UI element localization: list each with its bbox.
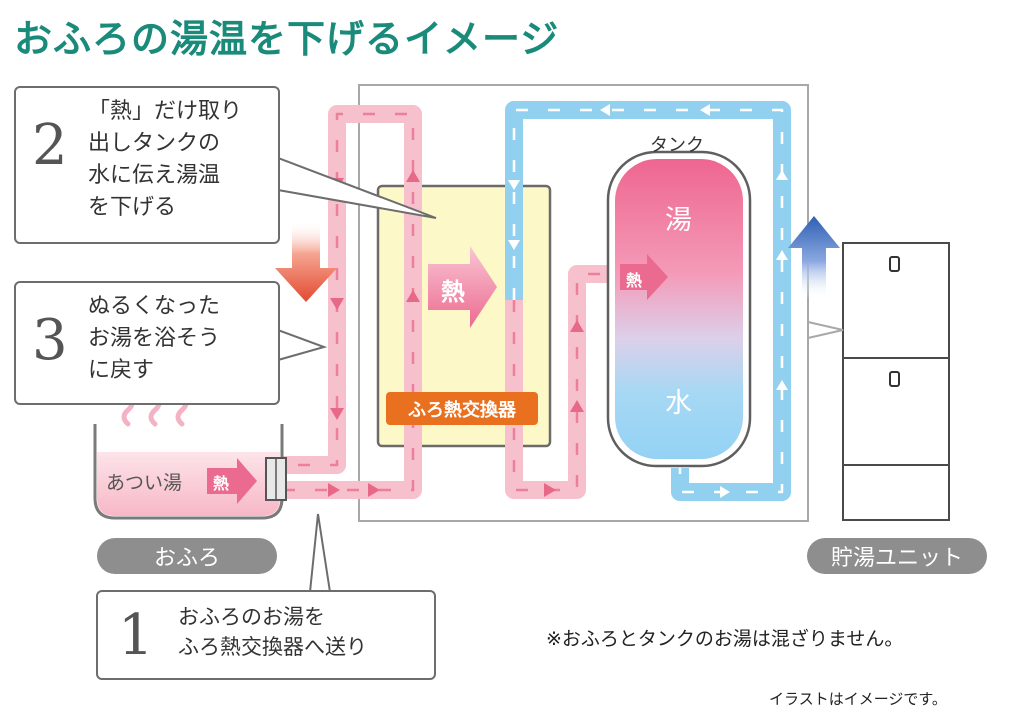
- heat-exchanger-label: ふろ熱交換器: [386, 392, 538, 425]
- tank-water-loop: [505, 101, 791, 501]
- exchanger-heat-arrow: [428, 246, 497, 328]
- temperature-down-arrow: [275, 222, 337, 302]
- step-number: 2: [32, 113, 68, 178]
- tank-cold-label: 水: [665, 388, 692, 419]
- illustration-note: イラストはイメージです。: [769, 690, 947, 708]
- bath-water-label: あつい湯: [106, 472, 183, 494]
- no-mixing-note: ※おふろとタンクのお湯は混ざりません。: [546, 628, 904, 650]
- callout-step-1: 1 おふろのお湯を ふろ熱交換器へ送り: [96, 590, 436, 680]
- step-number: 1: [118, 603, 154, 668]
- zoom-wedge: [807, 321, 844, 339]
- flow-up-arrow: [788, 216, 840, 298]
- bath-heat-arrow: [207, 458, 257, 504]
- tank-flow-arrows: [508, 104, 788, 498]
- bath-water-loop: [283, 105, 612, 499]
- storage-unit: [842, 242, 950, 521]
- tank-hot-label: 湯: [665, 205, 692, 236]
- page-title: おふろの湯温を下げるイメージ: [14, 17, 560, 61]
- exchanger-heat-label: 熱: [441, 278, 465, 306]
- step-text: 「熱」だけ取り 出しタンクの 水に伝え湯温 を下げる: [88, 99, 243, 220]
- tank-label: タンク: [650, 135, 704, 156]
- bath-heat-label: 熱: [213, 474, 230, 493]
- callout-step-3: 3 ぬるくなった お湯を浴そう に戻す: [14, 281, 280, 405]
- tank-heat-arrow: [620, 254, 668, 300]
- step-number: 3: [32, 308, 68, 373]
- storage-unit-label: 貯湯ユニット: [807, 538, 987, 574]
- tank-heat-label: 熱: [626, 271, 643, 290]
- bath-label: おふろ: [97, 538, 277, 574]
- callout-step-2: 2 「熱」だけ取り 出しタンクの 水に伝え湯温 を下げる: [14, 86, 280, 244]
- tank-body: [615, 159, 743, 459]
- step-text: おふろのお湯を ふろ熱交換器へ送り: [178, 605, 367, 660]
- step-text: ぬるくなった お湯を浴そう に戻す: [88, 294, 221, 383]
